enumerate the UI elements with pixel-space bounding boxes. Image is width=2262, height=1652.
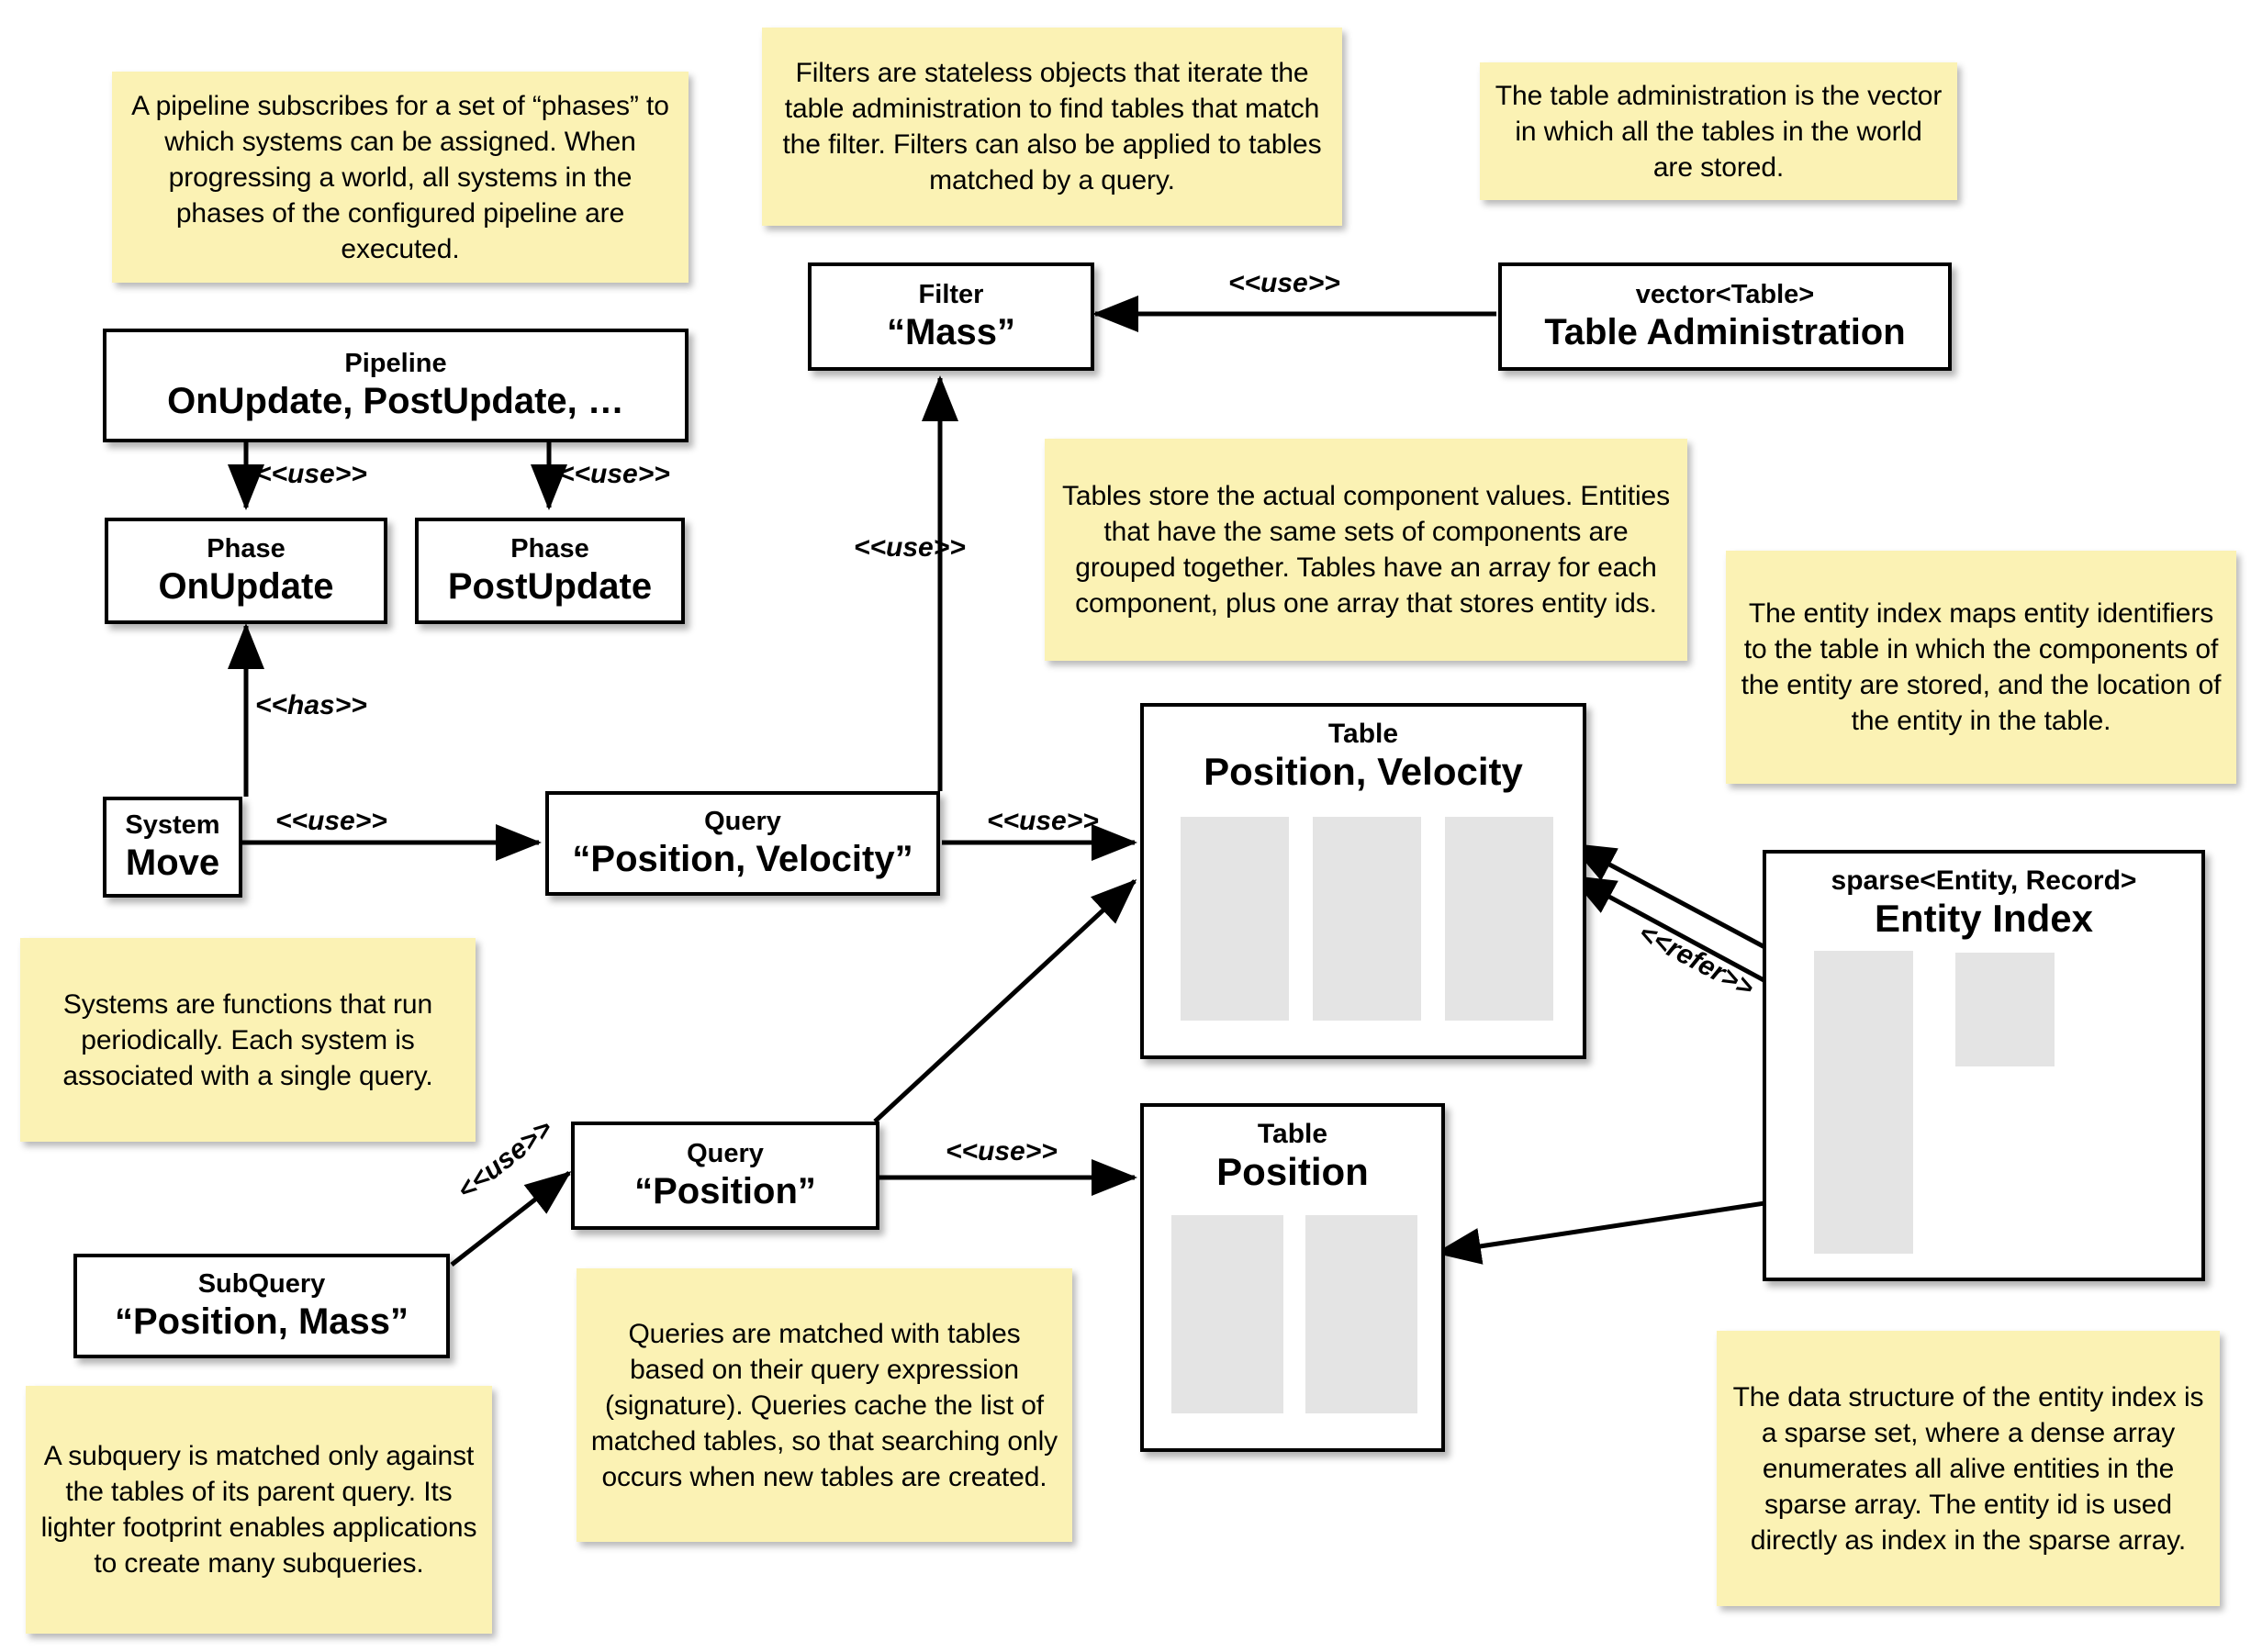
box-system-move[interactable]: System Move bbox=[103, 797, 242, 898]
note-tables: Tables store the actual component values… bbox=[1045, 439, 1687, 661]
box-phase-onupdate[interactable]: Phase OnUpdate bbox=[105, 518, 387, 624]
edge-label-use-system-query: <<use>> bbox=[275, 806, 387, 836]
table-column-cell bbox=[1305, 1215, 1417, 1413]
box-query-position-velocity-title: “Position, Velocity” bbox=[572, 838, 913, 879]
box-entity-index[interactable]: sparse<Entity, Record> Entity Index bbox=[1763, 850, 2205, 1281]
edge-label-use-query-pv-table: <<use>> bbox=[987, 806, 1099, 836]
edge-label-use-query-filter: <<use>> bbox=[854, 532, 966, 563]
box-table-administration-title: Table Administration bbox=[1544, 311, 1906, 352]
note-sparse-set: The data structure of the entity index i… bbox=[1717, 1331, 2220, 1606]
box-phase-postupdate-stereotype: Phase bbox=[510, 534, 589, 564]
box-pipeline[interactable]: Pipeline OnUpdate, PostUpdate, … bbox=[103, 329, 689, 442]
entity-index-sparse-array bbox=[1814, 951, 1913, 1254]
table-position-columns bbox=[1171, 1215, 1417, 1413]
table-column-cell bbox=[1181, 817, 1289, 1021]
edge-label-refer-entityindex-table: <<refer>> bbox=[1633, 918, 1759, 1004]
box-query-position-velocity-stereotype: Query bbox=[704, 807, 781, 837]
box-filter-mass-stereotype: Filter bbox=[918, 280, 984, 310]
box-query-position-velocity[interactable]: Query “Position, Velocity” bbox=[545, 791, 940, 896]
note-table-administration: The table administration is the vector i… bbox=[1480, 62, 1957, 200]
edge-label-use-pipeline-onupdate: <<use>> bbox=[255, 459, 367, 489]
edge-query-p-to-table-pv bbox=[873, 878, 1137, 1123]
box-subquery-position-mass-stereotype: SubQuery bbox=[197, 1269, 326, 1300]
box-system-move-stereotype: System bbox=[125, 810, 220, 841]
note-queries: Queries are matched with tables based on… bbox=[577, 1268, 1072, 1542]
box-query-position-stereotype: Query bbox=[687, 1139, 764, 1169]
note-filters: Filters are stateless objects that itera… bbox=[762, 28, 1342, 226]
edge-entityindex-to-table-p bbox=[1435, 1193, 1814, 1265]
table-column-cell bbox=[1445, 817, 1553, 1021]
box-pipeline-stereotype: Pipeline bbox=[344, 349, 447, 379]
note-entity-index: The entity index maps entity identifiers… bbox=[1726, 551, 2236, 784]
box-phase-postupdate[interactable]: Phase PostUpdate bbox=[415, 518, 685, 624]
box-system-move-title: Move bbox=[125, 842, 220, 883]
entity-index-dense-array bbox=[1955, 953, 2055, 1066]
box-pipeline-title: OnUpdate, PostUpdate, … bbox=[167, 380, 624, 421]
table-position-velocity-columns bbox=[1181, 817, 1553, 1021]
edge-label-use-tableadmin-filter: <<use>> bbox=[1228, 268, 1340, 298]
box-phase-postupdate-title: PostUpdate bbox=[447, 565, 653, 607]
table-column-cell bbox=[1313, 817, 1421, 1021]
box-table-position-velocity[interactable]: Table Position, Velocity bbox=[1140, 703, 1586, 1059]
box-subquery-position-mass[interactable]: SubQuery “Position, Mass” bbox=[73, 1254, 450, 1358]
box-query-position[interactable]: Query “Position” bbox=[571, 1122, 879, 1230]
box-entity-index-title: Entity Index bbox=[1874, 897, 2094, 941]
box-filter-mass[interactable]: Filter “Mass” bbox=[808, 262, 1094, 371]
table-column-cell bbox=[1171, 1215, 1283, 1413]
box-table-position-velocity-stereotype: Table bbox=[1327, 719, 1399, 749]
box-table-administration[interactable]: vector<Table> Table Administration bbox=[1498, 262, 1952, 371]
box-entity-index-stereotype: sparse<Entity, Record> bbox=[1831, 865, 2137, 896]
box-phase-onupdate-stereotype: Phase bbox=[207, 534, 286, 564]
box-table-position-stereotype: Table bbox=[1257, 1119, 1328, 1149]
note-subquery: A subquery is matched only against the t… bbox=[26, 1386, 492, 1634]
box-table-position[interactable]: Table Position bbox=[1140, 1103, 1445, 1452]
note-systems: Systems are functions that run periodica… bbox=[20, 938, 476, 1142]
box-query-position-title: “Position” bbox=[634, 1170, 816, 1211]
box-phase-onupdate-title: OnUpdate bbox=[158, 565, 334, 607]
box-table-position-velocity-title: Position, Velocity bbox=[1204, 750, 1523, 794]
box-table-position-title: Position bbox=[1216, 1150, 1369, 1194]
edge-label-use-query-p-table: <<use>> bbox=[946, 1136, 1058, 1166]
note-pipeline: A pipeline subscribes for a set of “phas… bbox=[112, 72, 689, 283]
edge-label-has-system-phase: <<has>> bbox=[255, 690, 367, 720]
edge-label-use-pipeline-postupdate: <<use>> bbox=[558, 459, 670, 489]
box-table-administration-stereotype: vector<Table> bbox=[1635, 280, 1815, 310]
box-filter-mass-title: “Mass” bbox=[886, 311, 1016, 352]
box-subquery-position-mass-title: “Position, Mass” bbox=[114, 1300, 409, 1342]
